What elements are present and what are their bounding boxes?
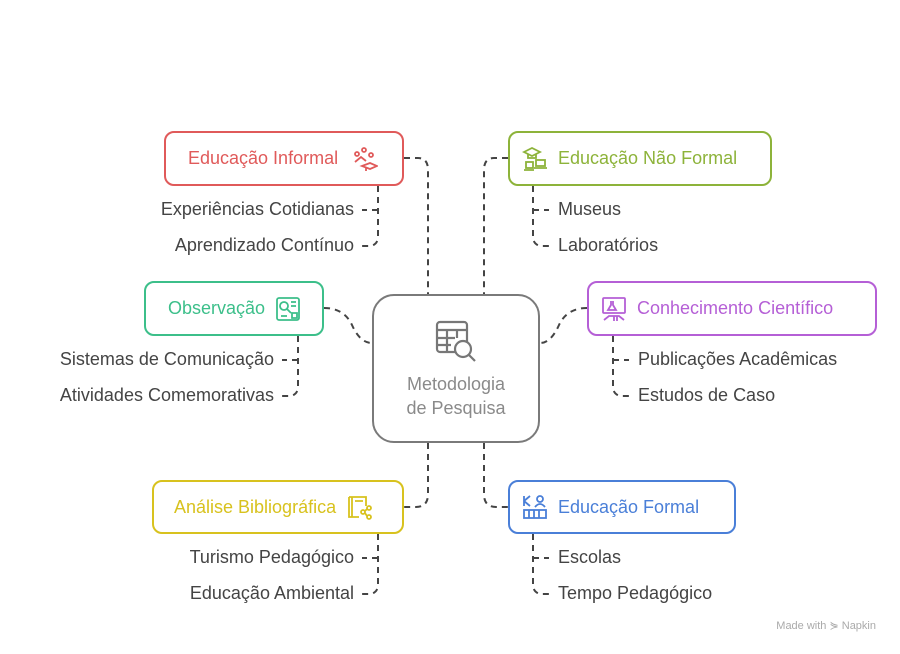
subitem: Experiências Cotidianas — [160, 199, 354, 219]
sub-connector-formal — [532, 534, 549, 595]
table-search-icon — [435, 320, 476, 362]
subitem: Educação Ambiental — [189, 583, 354, 603]
book-share-icon — [348, 496, 372, 520]
subitem: Atividades Comemorativas — [59, 385, 274, 405]
connector-informal — [404, 157, 429, 294]
branch-label: Análise Bibliográfica — [174, 496, 337, 517]
branch-analise-bibliografica[interactable]: Análise Bibliográfica — [152, 480, 404, 534]
subitem: Turismo Pedagógico — [189, 547, 354, 567]
branch-label: Educação Formal — [558, 496, 700, 517]
sub-connector-cientifico — [612, 336, 629, 397]
connector-bibliografica — [404, 443, 429, 508]
subitem: Tempo Pedagógico — [558, 583, 713, 603]
napkin-credit: Made with ⋟ Napkin — [776, 620, 876, 632]
subitem: Publicações Acadêmicas — [638, 349, 838, 369]
central-title-line2: de Pesquisa — [406, 397, 506, 418]
sub-connector-informal — [362, 186, 379, 247]
observation-board-icon — [276, 296, 300, 321]
branch-label: Observação — [168, 298, 266, 318]
subitem: Laboratórios — [558, 235, 659, 255]
connector-cientifico — [539, 307, 588, 344]
sub-connector-naoformal — [532, 186, 549, 247]
subitem: Escolas — [558, 547, 622, 567]
branch-observacao[interactable]: Observação — [144, 281, 324, 336]
sub-connector-bibliografica — [362, 534, 379, 595]
branch-label: Educação Informal — [188, 148, 339, 168]
subitem: Aprendizado Contínuo — [174, 235, 354, 255]
branch-educacao-informal[interactable]: Educação Informal — [164, 131, 404, 186]
central-topic[interactable]: Metodologia de Pesquisa — [372, 294, 540, 443]
branch-conhecimento-cientifico[interactable]: Conhecimento Científico — [587, 281, 877, 336]
branch-label: Conhecimento Científico — [637, 298, 834, 318]
graduation-laptop-icon — [522, 146, 547, 171]
connector-formal — [483, 443, 508, 508]
sub-connector-observacao — [282, 336, 299, 397]
connector-observacao — [323, 307, 373, 344]
branch-educacao-formal[interactable]: Educação Formal — [508, 480, 736, 534]
branch-educacao-nao-formal[interactable]: Educação Não Formal — [508, 131, 772, 186]
subitem: Museus — [558, 199, 622, 219]
people-graduation-icon — [354, 146, 379, 171]
subitem: Sistemas de Comunicação — [59, 349, 274, 369]
subitem: Estudos de Caso — [638, 385, 776, 405]
lab-book-icon — [602, 296, 626, 321]
central-title-line1: Metodologia — [406, 373, 506, 394]
branch-label: Educação Não Formal — [558, 148, 738, 168]
connector-naoformal — [483, 157, 508, 294]
classroom-icon — [523, 495, 547, 519]
